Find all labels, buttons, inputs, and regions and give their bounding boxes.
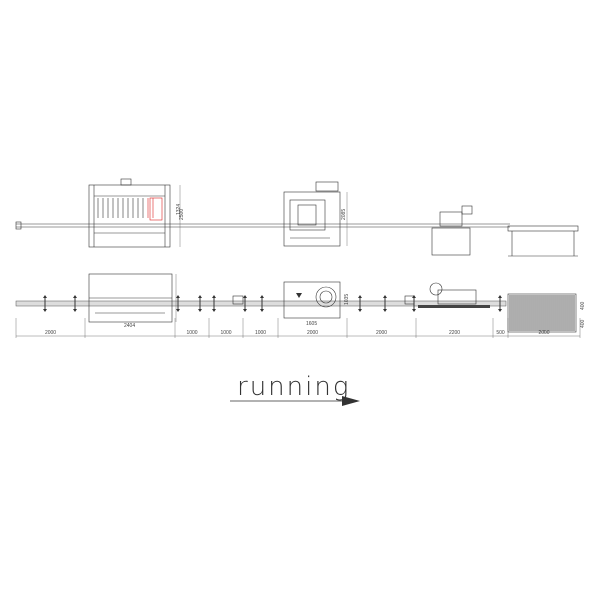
collecting-table-plan: 400 400 (507, 293, 586, 333)
dim-segment: 2000 (45, 330, 56, 336)
collecting-table-elevation (507, 225, 579, 257)
dim-capper-height: 2085 (341, 209, 347, 220)
conveyor-end (15, 221, 22, 230)
conveyor-plan (15, 300, 507, 307)
plan-view: 1324 2404 1035 1605 400 400 2000 1000 1000… (15, 204, 586, 338)
dim-segment: 1000 (220, 330, 231, 336)
dim-table-a: 400 (580, 301, 586, 310)
dim-capper-width: 1605 (306, 321, 317, 327)
dim-segment: 2000 (376, 330, 387, 336)
dim-segment: 2000 (307, 330, 318, 336)
labeling-machine-elevation (431, 205, 473, 256)
dim-filler-height: 2500 (179, 209, 185, 220)
running-label: running (237, 372, 350, 402)
dim-segment: 1000 (186, 330, 197, 336)
dim-segment: 1000 (255, 330, 266, 336)
direction-arrow-icon (342, 396, 360, 406)
dim-filler-depth: 1324 (176, 204, 182, 215)
dim-filler-width: 2404 (124, 323, 135, 329)
dim-segment: 500 (496, 330, 505, 336)
dim-capper-depth: 1035 (344, 294, 350, 305)
filling-machine-plan: 1324 2404 (88, 204, 182, 329)
capping-machine-elevation: 2085 (283, 181, 348, 247)
dim-segment: 2000 (538, 330, 549, 336)
elevation-view: 2500 2085 (15, 178, 579, 257)
labeling-machine-plan (418, 282, 490, 308)
filling-machine-elevation: 2500 (88, 178, 185, 248)
red-highlight (149, 197, 163, 221)
capping-machine-plan: 1035 1605 (283, 281, 350, 327)
dim-table-b: 400 (580, 319, 586, 328)
motor (232, 295, 244, 305)
dim-segment: 2200 (449, 330, 460, 336)
